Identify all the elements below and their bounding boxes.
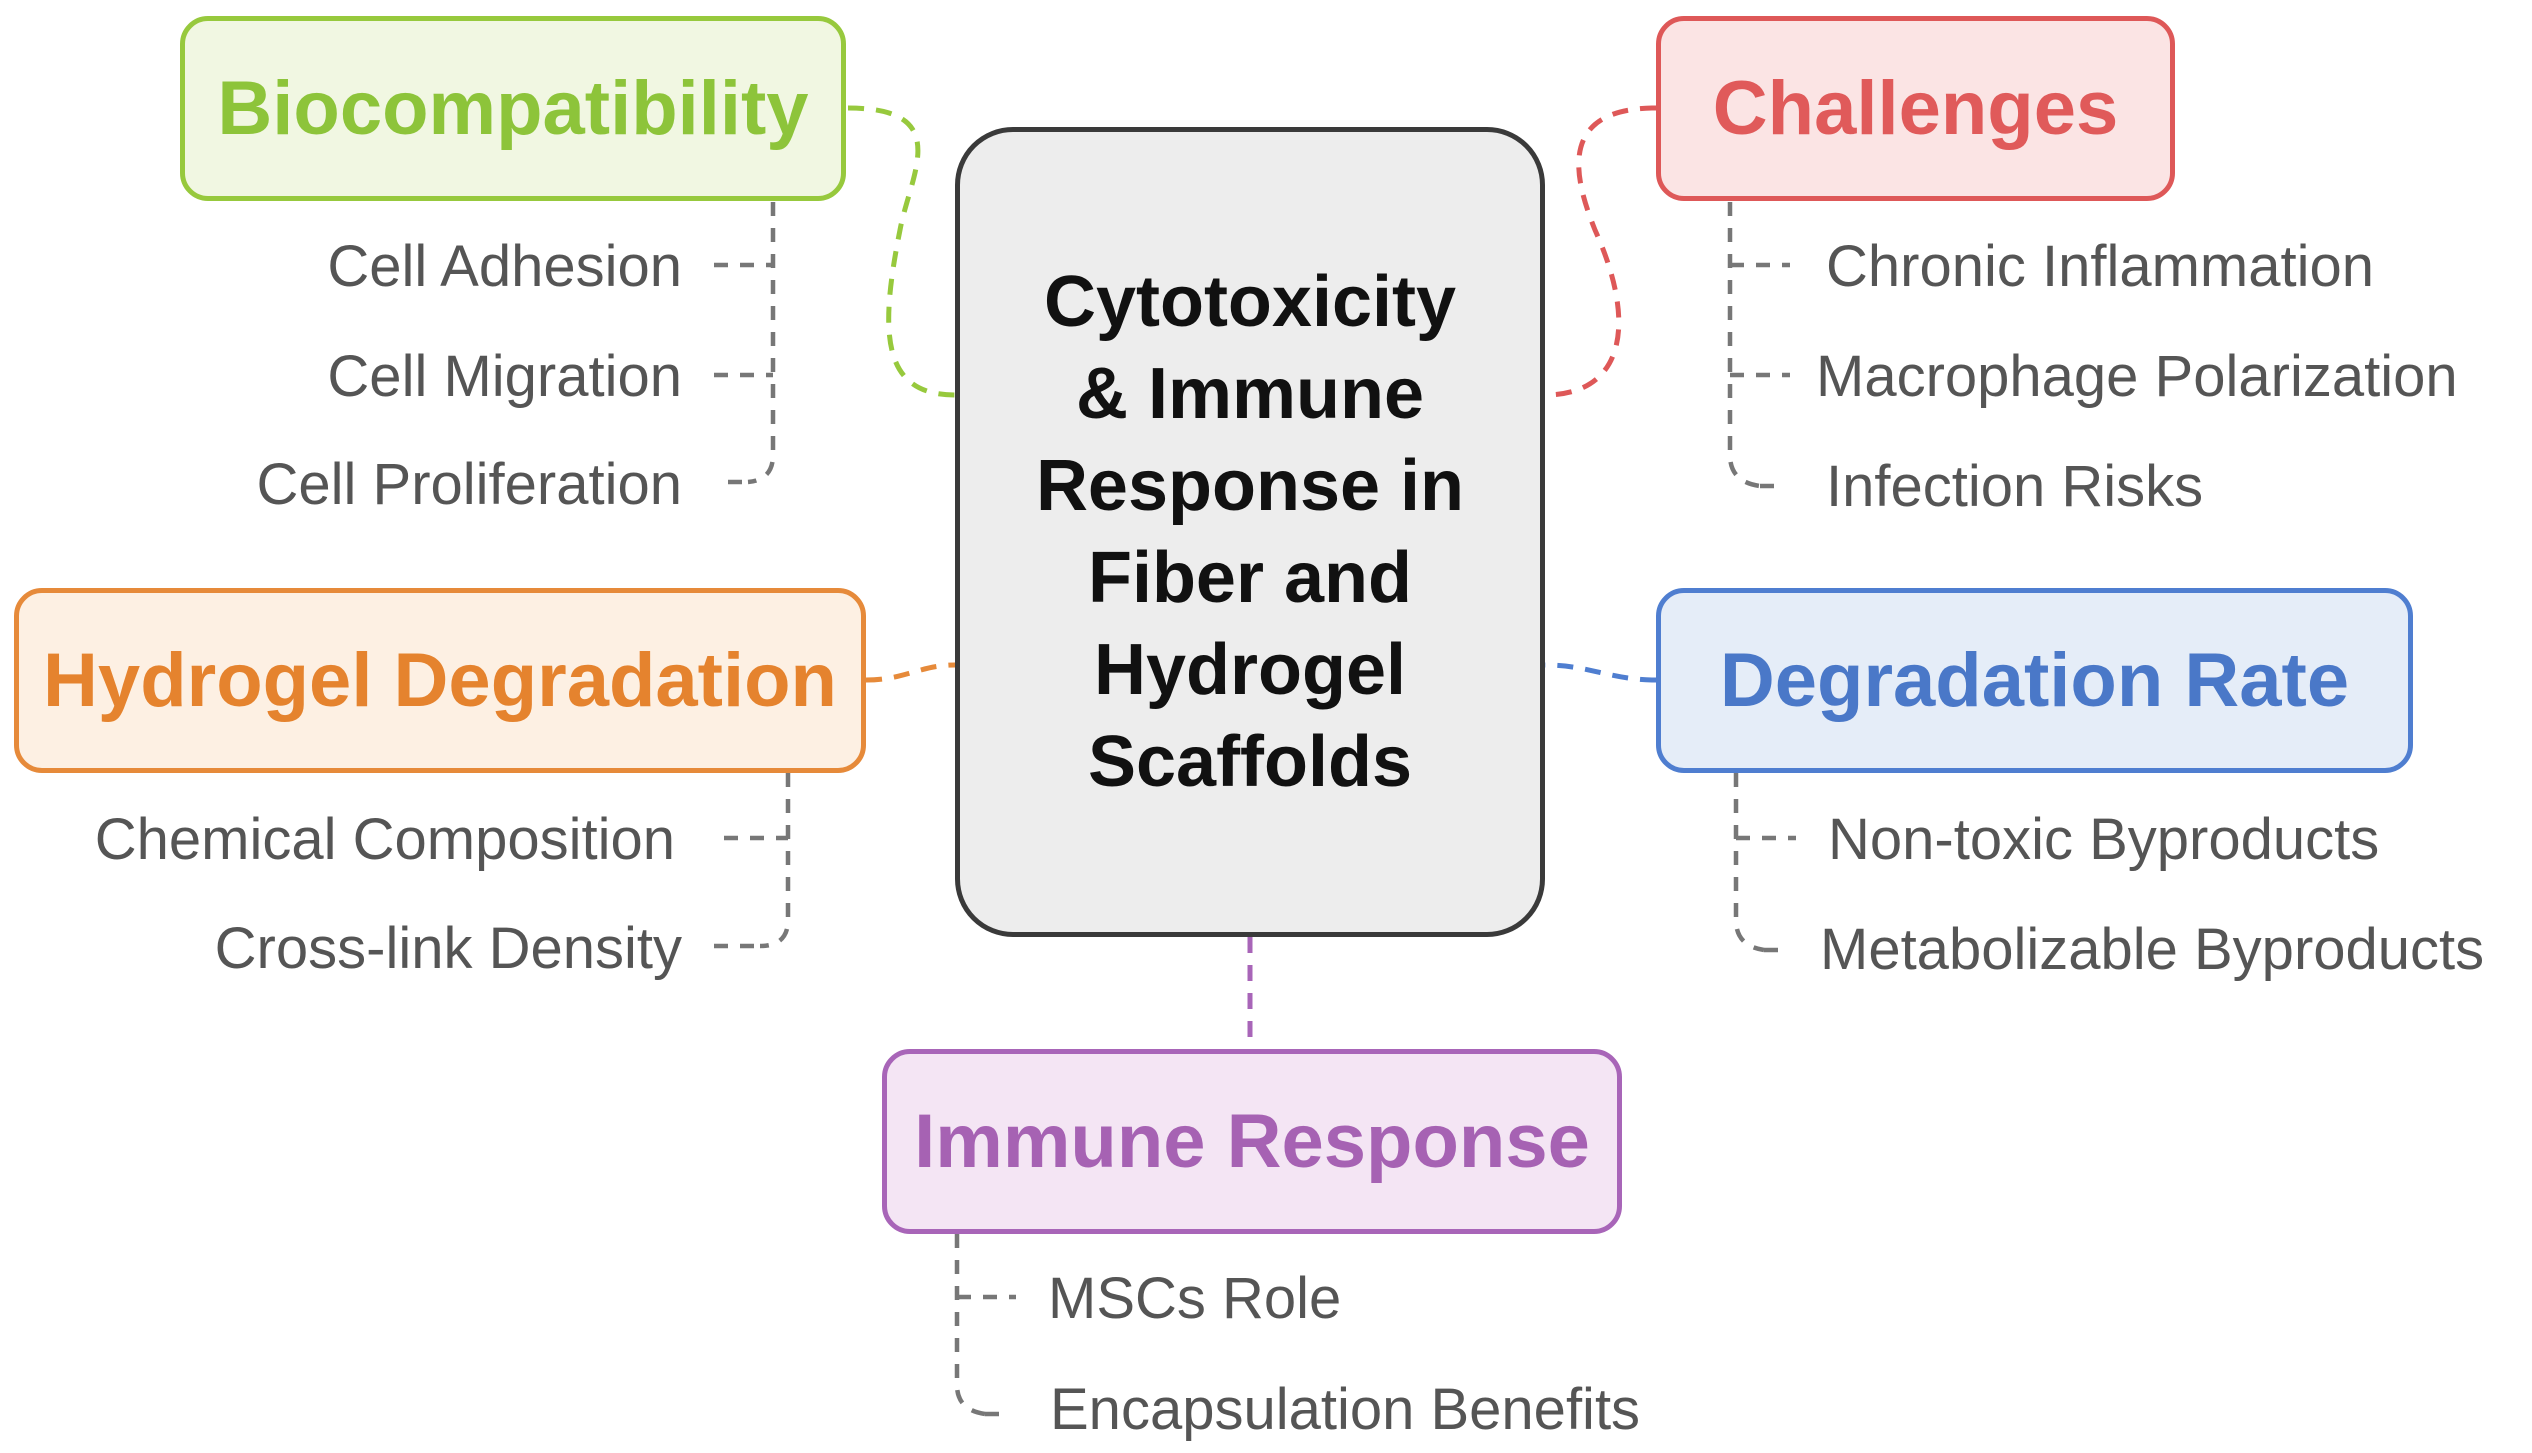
degradation-rate-box: Degradation Rate — [1656, 588, 2413, 773]
hydrogel-degradation-item: Cross-link Density — [214, 916, 682, 981]
center-title-line: Cytotoxicity — [1043, 262, 1457, 342]
challenges-item: Infection Risks — [1826, 454, 2204, 519]
connector-challenges — [1544, 105, 1657, 398]
immune-response-box: Immune Response — [882, 1049, 1622, 1234]
biocompatibility-title: Biocompatibility — [217, 65, 809, 151]
challenges-item: Macrophage Polarization — [1816, 344, 2458, 409]
hydrogel-degradation-title: Hydrogel Degradation — [43, 637, 837, 723]
immune-response-item: MSCs Role — [1048, 1266, 1342, 1331]
branch-bio-trunk — [747, 202, 776, 485]
degradation-rate-item: Non-toxic Byproducts — [1828, 807, 2380, 872]
biocompatibility-item: Cell Adhesion — [327, 234, 682, 299]
center-title-line: Scaffolds — [1087, 722, 1413, 802]
hydrogel-degradation-box: Hydrogel Degradation — [14, 588, 866, 773]
biocompatibility-item: Cell Migration — [327, 344, 682, 409]
biocompatibility-box: Biocompatibility — [180, 16, 846, 201]
connector-hydrogel-degradation — [865, 662, 956, 683]
connector-biocompatibility — [847, 105, 956, 398]
hydrogel-degradation-item: Chemical Composition — [94, 807, 675, 872]
branch-hd-trunk — [759, 773, 791, 949]
center-title-line: & Immune — [1075, 354, 1425, 434]
challenges-item: Chronic Inflammation — [1826, 234, 2374, 299]
branch-ch-trunk — [1727, 202, 1761, 489]
immune-response-title: Immune Response — [914, 1098, 1590, 1184]
branch-ir-trunk — [954, 1234, 986, 1417]
immune-response-item: Encapsulation Benefits — [1050, 1377, 1641, 1442]
challenges-title: Challenges — [1712, 65, 2119, 151]
degradation-rate-title: Degradation Rate — [1719, 637, 2350, 723]
center-topic-box: Cytotoxicity & Immune Response in Fiber … — [955, 127, 1545, 937]
biocompatibility-item: Cell Proliferation — [256, 452, 682, 517]
branch-dr-trunk — [1733, 773, 1765, 953]
center-topic-title: Cytotoxicity & Immune Response in Fiber … — [1010, 256, 1490, 808]
center-title-line: Fiber and — [1087, 538, 1413, 618]
connector-degradation-rate — [1544, 662, 1657, 683]
degradation-rate-item: Metabolizable Byproducts — [1820, 917, 2485, 982]
center-title-line: Hydrogel — [1093, 630, 1407, 710]
challenges-box: Challenges — [1656, 16, 2175, 201]
center-title-line: Response in — [1035, 446, 1465, 526]
